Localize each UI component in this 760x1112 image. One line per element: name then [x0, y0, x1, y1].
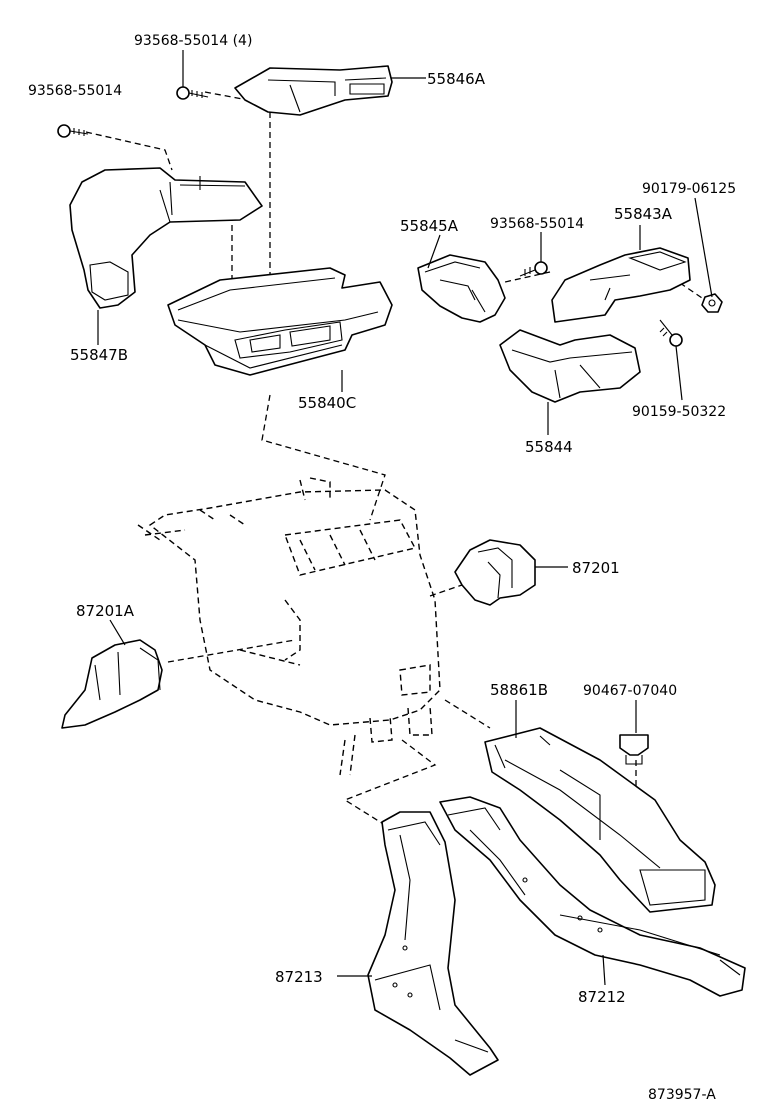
screw-90159-50322[interactable]: [659, 319, 683, 347]
part-87212[interactable]: [439, 796, 746, 997]
label-90467-07040: 90467-07040: [583, 683, 677, 699]
label-55846A: 55846A: [427, 70, 486, 88]
part-55847B[interactable]: [69, 167, 263, 309]
screw-93568-55014-left[interactable]: [57, 124, 89, 138]
label-90179-06125: 90179-06125: [642, 181, 736, 197]
nut-90179-06125[interactable]: [701, 293, 723, 313]
label-93568-55014-left: 93568-55014: [28, 83, 122, 99]
label-55847B: 55847B: [70, 346, 128, 364]
part-87201[interactable]: [454, 539, 536, 606]
label-93568-55014-mid: 93568-55014: [490, 216, 584, 232]
part-55845A[interactable]: [417, 254, 506, 323]
label-87201A: 87201A: [76, 602, 135, 620]
label-90159-50322: 90159-50322: [632, 404, 726, 420]
part-58861B[interactable]: [484, 727, 716, 913]
screw-93568-55014-top[interactable]: [176, 86, 209, 100]
label-93568-55014-qty4: 93568-55014 (4): [134, 33, 252, 49]
part-55843A[interactable]: [551, 247, 691, 323]
label-55840C: 55840C: [298, 394, 356, 412]
label-55844: 55844: [525, 438, 573, 456]
label-87212: 87212: [578, 988, 626, 1006]
heater-unit-reference: [137, 477, 441, 776]
figure-id: 873957-A: [648, 1087, 716, 1103]
label-55843A: 55843A: [614, 205, 673, 223]
part-55844[interactable]: [499, 329, 641, 403]
label-58861B: 58861B: [490, 681, 548, 699]
label-87201: 87201: [572, 559, 620, 577]
leader-lines: [97, 50, 713, 986]
part-55840C[interactable]: [167, 267, 393, 376]
label-55845A: 55845A: [400, 217, 459, 235]
part-87213[interactable]: [367, 811, 499, 1076]
label-87213: 87213: [275, 968, 323, 986]
screw-93568-55014-mid[interactable]: [519, 261, 548, 277]
part-labels: 93568-55014 (4) 93568-55014 55846A 90179…: [28, 33, 736, 1103]
clip-90467-07040[interactable]: [619, 734, 649, 765]
part-87201A[interactable]: [61, 639, 163, 729]
part-55846A[interactable]: [234, 65, 393, 116]
